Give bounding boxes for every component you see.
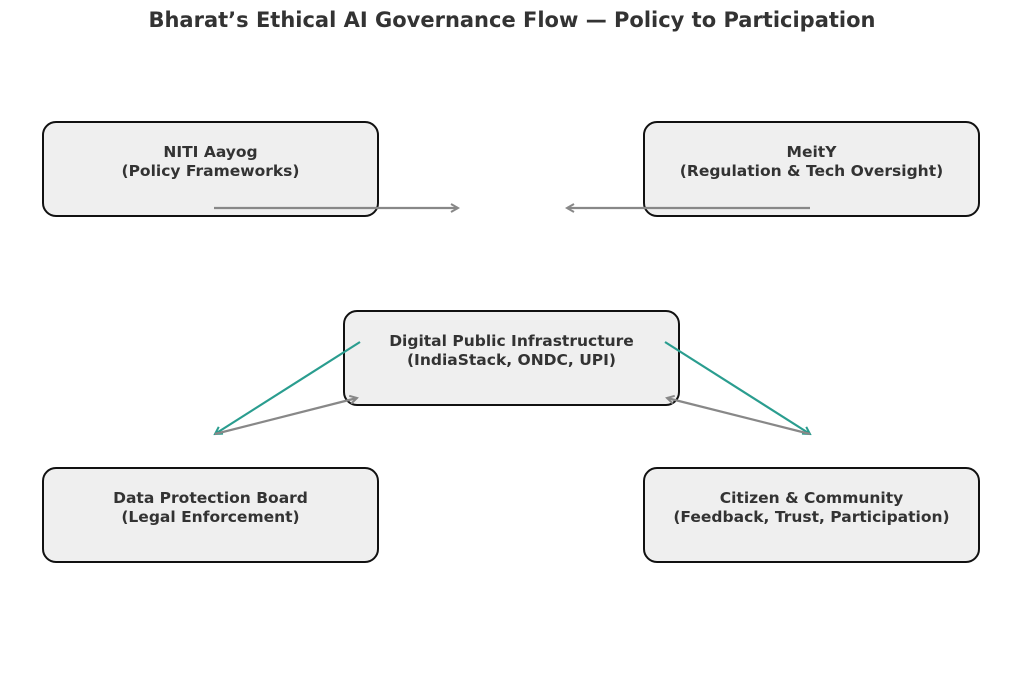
- node-name: Digital Public Infrastructure: [389, 332, 634, 350]
- node-role: (Regulation & Tech Oversight): [679, 162, 944, 180]
- node-data-protection-board: Data Protection Board (Legal Enforcement…: [42, 467, 379, 563]
- node-name: NITI Aayog: [163, 143, 258, 161]
- node-role: (Feedback, Trust, Participation): [673, 508, 950, 526]
- node-citizen-community: Citizen & Community (Feedback, Trust, Pa…: [643, 467, 980, 563]
- node-digital-public-infrastructure: Digital Public Infrastructure (IndiaStac…: [343, 310, 680, 406]
- node-name: Citizen & Community: [719, 489, 904, 507]
- diagram-title: Bharat’s Ethical AI Governance Flow — Po…: [148, 8, 876, 32]
- arrow-dpi-to-citizen: [664, 341, 810, 434]
- arrow-citizen-to-dpi: [667, 398, 811, 436]
- node-name: MeitY: [786, 143, 837, 161]
- node-name: Data Protection Board: [113, 489, 308, 507]
- arrow-dpi-to-dpb: [215, 341, 361, 434]
- node-meity: MeitY (Regulation & Tech Oversight): [643, 121, 980, 217]
- arrow-dpb-to-dpi: [214, 398, 357, 436]
- node-niti-aayog: NITI Aayog (Policy Frameworks): [42, 121, 379, 217]
- node-role: (Legal Enforcement): [121, 508, 300, 526]
- node-role: (IndiaStack, ONDC, UPI): [406, 351, 617, 369]
- node-role: (Policy Frameworks): [121, 162, 300, 180]
